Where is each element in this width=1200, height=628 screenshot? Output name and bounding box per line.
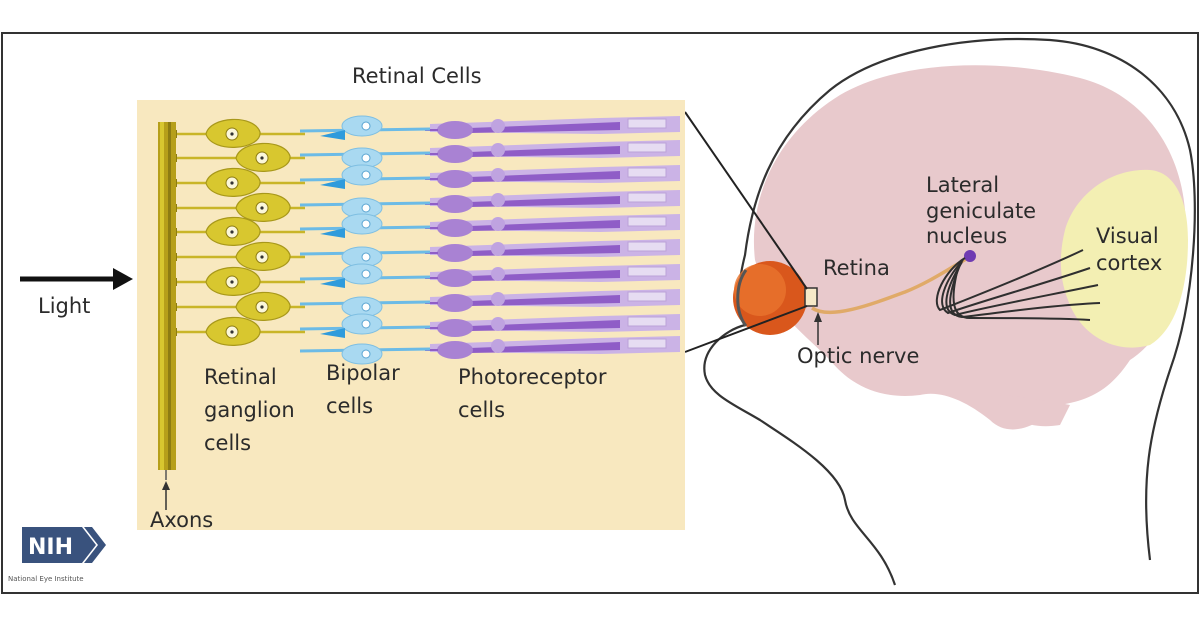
photoreceptor-cell [425,140,680,163]
ganglion-cell [175,216,305,246]
photoreceptor-cell [425,116,680,139]
ganglion-cell [175,118,305,148]
ganglion-cell [175,192,305,222]
retinal-panel [137,100,685,530]
label-optic-nerve: Optic nerve [797,344,919,368]
bipolar-cell [299,164,431,189]
diagram-title: Retinal Cells [352,64,482,88]
photoreceptor-cell [425,239,680,262]
axon-bundle [158,122,176,480]
optic-radiations [935,249,1101,321]
photoreceptor-cell [425,165,680,188]
label-lgn: Lateral geniculate nucleus [926,173,1043,248]
label-light: Light [38,294,90,318]
retina-inset-box [804,287,818,307]
bipolar-cell [299,246,431,268]
ganglion-cell [175,167,305,197]
photoreceptor-cell [425,264,680,287]
bipolar-cell [299,197,431,219]
bipolar-cell [299,115,431,140]
photoreceptor-cell [425,190,680,213]
light-arrow [20,268,133,290]
bipolar-cell [299,343,431,365]
label-axons: Axons [150,508,213,532]
zoom-line-top [684,111,808,290]
zoom-line-bottom [684,305,808,353]
ganglion-cells [175,118,305,346]
bipolar-cells [299,115,431,365]
ganglion-cell [175,241,305,271]
bipolar-cell [299,263,431,288]
brain [753,65,1186,430]
bipolar-cell [299,313,431,338]
eye-highlight [734,264,786,316]
ganglion-cell [175,291,305,321]
ganglion-cell [175,316,305,346]
label-photoreceptor-cells: Photoreceptor cells [458,365,613,422]
label-retina: Retina [823,256,890,280]
photoreceptor-cell [425,336,680,359]
nih-logo: NIH National Eye Institute [8,527,106,583]
label-visual-cortex: Visual cortex [1096,224,1165,275]
ganglion-cell [175,266,305,296]
svg-text:National Eye Institute: National Eye Institute [8,575,84,583]
head-outline [703,37,1196,586]
lgn-dot [964,250,976,262]
bipolar-cell [299,147,431,169]
bipolar-cell [299,296,431,318]
photoreceptor-cell [425,214,680,237]
photoreceptor-cells [425,116,680,359]
eye-cornea [736,269,748,327]
optic-nerve [811,256,969,315]
photoreceptor-cell [425,314,680,337]
label-retinal-ganglion-cells: Retinal ganglion cells [204,365,301,455]
photoreceptor-cell [425,289,680,312]
svg-text:NIH: NIH [28,535,73,560]
label-bipolar-cells: Bipolar cells [326,361,406,418]
bipolar-cell [299,213,431,238]
ganglion-cell [175,142,305,172]
brainstem [990,395,1070,427]
